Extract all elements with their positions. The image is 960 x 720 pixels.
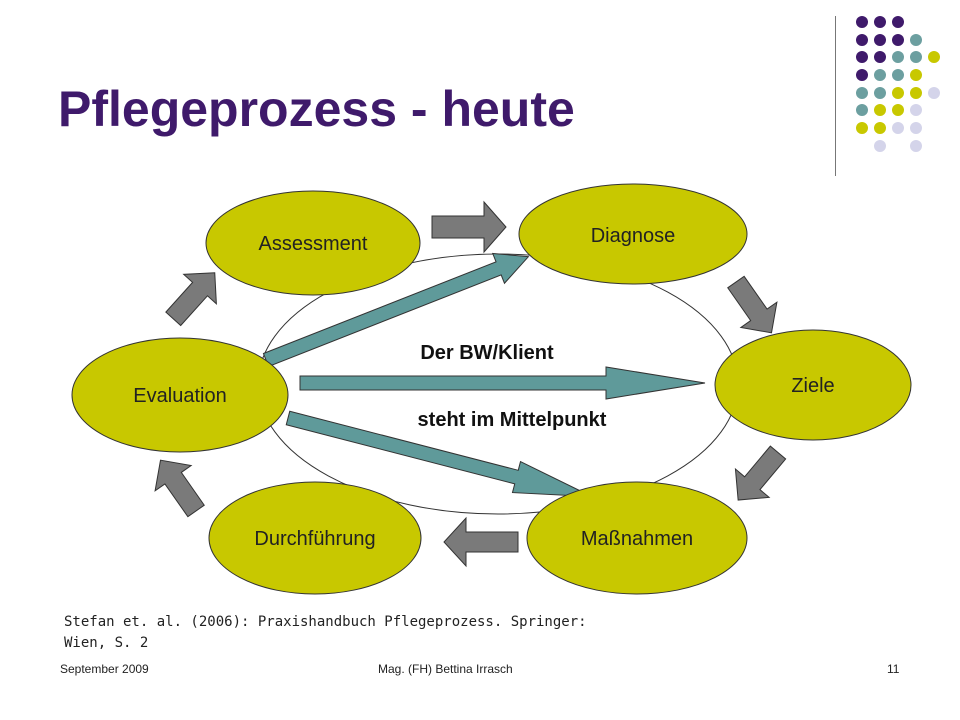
dot: [856, 51, 868, 63]
footer-page-number: 11: [887, 662, 900, 676]
dot: [910, 34, 922, 46]
arrow-massnahmen-to-durchfuehrung: [443, 516, 519, 568]
dot: [856, 122, 868, 134]
node-durchfuehrung: Durchführung: [208, 481, 422, 595]
dot: [874, 87, 886, 99]
dot: [856, 69, 868, 81]
node-diagnose: Diagnose: [518, 183, 748, 285]
dot: [856, 16, 868, 28]
dot: [874, 69, 886, 81]
dot: [874, 104, 886, 116]
dot: [874, 34, 886, 46]
arrow-ziele-to-massnahmen: [734, 445, 787, 501]
footer-date: September 2009: [60, 662, 149, 676]
dot: [892, 34, 904, 46]
dot: [910, 69, 922, 81]
arrow-durchfuehrung-to-evaluation: [154, 459, 205, 518]
dot: [910, 104, 922, 116]
arrow-evaluation-to-ziele: [299, 366, 706, 400]
dot: [856, 104, 868, 116]
center-text-line1: Der BW/Klient: [420, 342, 554, 364]
node-ziele: Ziele: [714, 329, 912, 441]
dot: [856, 87, 868, 99]
arrow-assessment-to-diagnose: [431, 200, 507, 254]
dot: [874, 51, 886, 63]
source-citation: Stefan et. al. (2006): Praxishandbuch Pf…: [64, 614, 587, 651]
dot: [910, 122, 922, 134]
dot: [892, 69, 904, 81]
dot: [910, 140, 922, 152]
arrow-evaluation-to-massnahmen: [285, 410, 593, 498]
slide-title: Pflegeprozess - heute: [58, 81, 575, 137]
dot: [874, 16, 886, 28]
node-durchfuehrung-label: Durchführung: [254, 528, 375, 550]
node-diagnose-label: Diagnose: [591, 225, 676, 247]
arrow-evaluation-to-assessment: [165, 272, 217, 327]
dot: [892, 104, 904, 116]
dot: [874, 140, 886, 152]
dot: [892, 16, 904, 28]
dot: [856, 34, 868, 46]
node-assessment: Assessment: [205, 190, 421, 296]
dot: [928, 87, 940, 99]
node-massnahmen-label: Maßnahmen: [581, 528, 693, 550]
dot: [892, 122, 904, 134]
node-massnahmen: Maßnahmen: [526, 481, 748, 595]
dot: [874, 122, 886, 134]
node-ziele-label: Ziele: [791, 375, 834, 397]
dot: [910, 51, 922, 63]
dot: [892, 87, 904, 99]
node-assessment-label: Assessment: [259, 233, 368, 255]
footer-author: Mag. (FH) Bettina Irrasch: [378, 662, 513, 676]
arrow-evaluation-to-diagnose: [262, 252, 530, 368]
center-text-line2: steht im Mittelpunkt: [418, 409, 607, 431]
node-evaluation-label: Evaluation: [133, 385, 226, 407]
decorative-divider-line: [835, 16, 836, 176]
dot: [910, 87, 922, 99]
dot: [928, 51, 940, 63]
node-evaluation: Evaluation: [71, 337, 289, 453]
dot: [892, 51, 904, 63]
arrow-diagnose-to-ziele: [727, 275, 778, 334]
